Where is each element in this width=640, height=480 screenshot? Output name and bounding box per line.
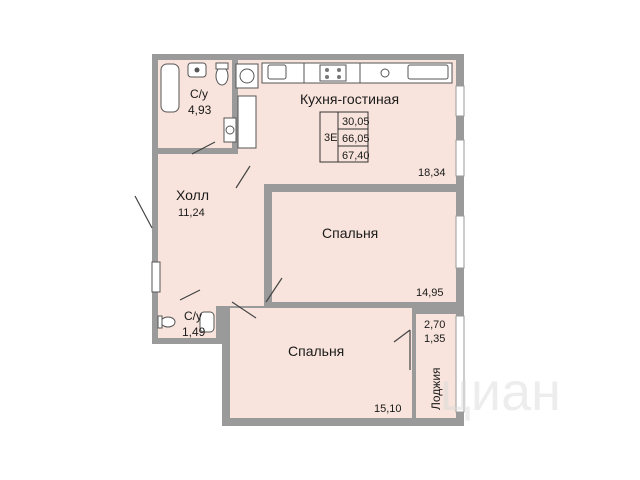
hall-corridor [158, 294, 264, 306]
bedroom2-area: 15,10 [374, 403, 402, 415]
toilet-icon [215, 62, 229, 86]
sink2-icon [199, 311, 215, 333]
summary-living-area: 30,05 [342, 116, 370, 128]
watermark-text: циан [440, 362, 561, 422]
bathroom2-area: 1,49 [182, 325, 206, 339]
windows [455, 85, 465, 413]
hall-room-ext [238, 154, 264, 188]
summary-table [319, 111, 369, 163]
bathtub-icon [160, 63, 180, 113]
hall-name: Холл [176, 187, 209, 203]
bathroom1-area: 4,93 [188, 103, 212, 117]
hall-area: 11,24 [178, 207, 205, 219]
bedroom1-room [272, 192, 456, 302]
doors [134, 141, 411, 370]
radiator-icon [151, 261, 161, 293]
summary-code: 3Е [324, 132, 337, 144]
boiler-icon [223, 95, 257, 149]
loggia-room [416, 314, 456, 418]
washing-machine-icon [235, 63, 259, 89]
summary-total-with-loggia: 67,40 [342, 150, 370, 162]
loggia-reduced-area: 1,35 [424, 333, 445, 345]
bathroom1-name: С/у [190, 87, 208, 101]
bedroom2-room [230, 308, 412, 418]
summary-total-area: 66,05 [342, 133, 370, 145]
kitchen-area: 18,34 [418, 167, 446, 179]
toilet2-icon [157, 315, 176, 329]
bedroom2-name: Спальня [288, 343, 344, 359]
bathroom2-name: С/у [184, 309, 202, 323]
loggia-name: Лоджия [429, 367, 443, 410]
kitchen-name: Кухня-гостиная [300, 91, 399, 107]
bedroom1-name: Спальня [322, 225, 378, 241]
bedroom1-area: 14,95 [416, 287, 444, 299]
kitchen-counter-icon [261, 62, 453, 84]
sink-icon [187, 62, 207, 78]
loggia-area: 2,70 [424, 319, 445, 331]
